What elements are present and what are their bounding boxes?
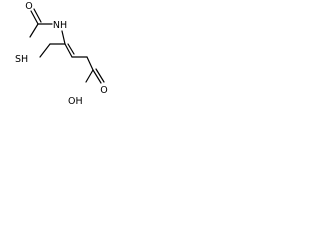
bond-ch2-sh xyxy=(39,43,51,58)
bond-c1-oh xyxy=(85,69,94,83)
atom-label-o-acetyl: O xyxy=(25,1,32,12)
bond-layer xyxy=(29,8,105,84)
atom-label-layer: O NH SH OH O xyxy=(15,1,108,107)
atom-label-nh: NH xyxy=(53,20,67,31)
bond-acetyl-carbonyl-2 xyxy=(33,8,42,23)
atom-label-sh: SH xyxy=(15,54,28,65)
atom-label-o-acid: O xyxy=(100,85,107,96)
bond-c1-o-2 xyxy=(95,68,105,83)
molecule-structure-diagram: O NH SH OH O xyxy=(15,1,108,107)
bond-c2-c1 xyxy=(86,56,94,71)
bond-c4-c3-double xyxy=(67,43,75,55)
bond-c4-c3 xyxy=(64,43,73,58)
bond-c1-o-1 xyxy=(92,69,102,84)
bond-acetyl-methyl xyxy=(29,23,39,38)
bond-nh-c4 xyxy=(61,30,66,45)
bond-acetyl-carbonyl-1 xyxy=(30,10,39,25)
atom-label-oh: OH xyxy=(68,96,83,107)
